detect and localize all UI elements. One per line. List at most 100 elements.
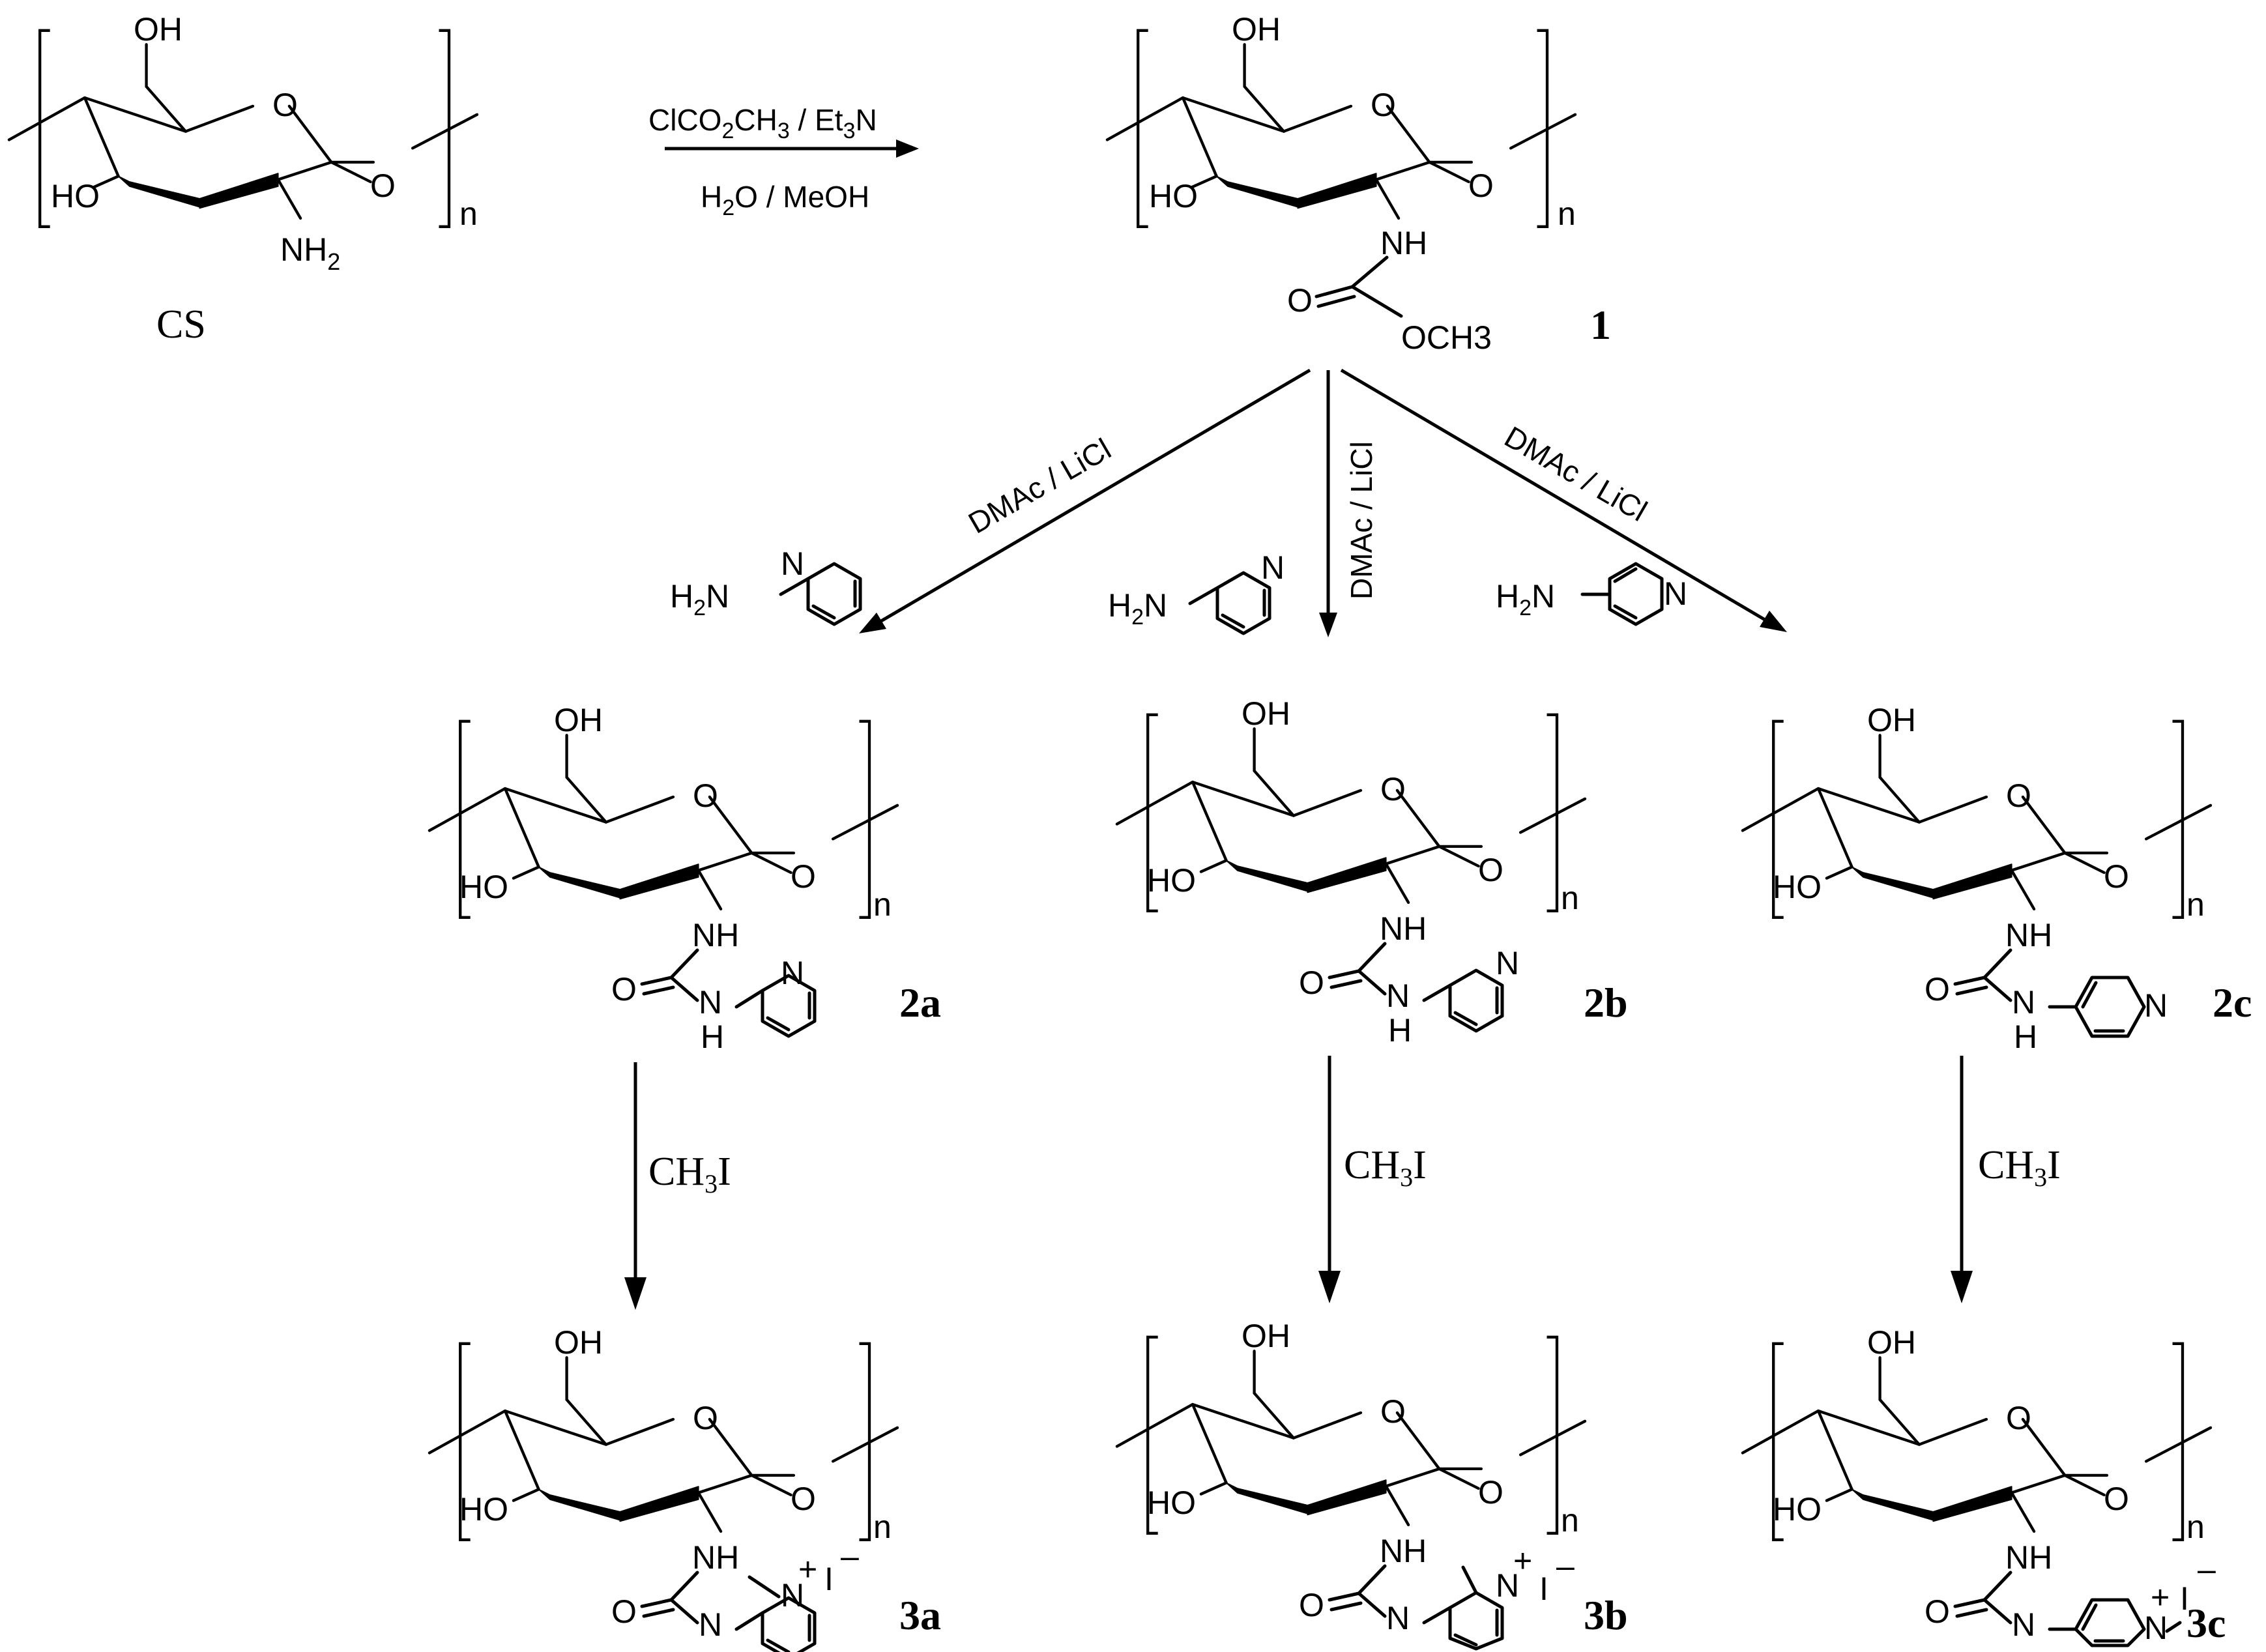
reagent-2-aminopyridine <box>779 562 862 626</box>
c3a-minus-label: – <box>841 1538 859 1574</box>
c2b-h-label: H <box>1388 1012 1412 1049</box>
compound-label-3a: 3a <box>899 1592 941 1638</box>
step1-arrowhead <box>896 139 919 158</box>
c2b-oh-label: OH <box>1242 695 1290 732</box>
methylation-reagent-c: CH3I <box>1978 1143 2061 1192</box>
c2b-n-label: n <box>1561 880 1579 916</box>
c3b-pyr-n-label: N <box>1496 1567 1519 1604</box>
c3c-nh-label: NH <box>2005 1539 2052 1576</box>
c3c-ring-o-label: O <box>2006 1400 2031 1436</box>
c3a-oh-label: OH <box>554 1324 603 1361</box>
branch-c-solvent: DMAc / LiCl <box>1499 420 1653 528</box>
c1-carbonyl-o-label: O <box>1287 282 1313 319</box>
c1-n-label: n <box>1558 196 1576 232</box>
c3a-pyr-n-label: N <box>781 1577 804 1614</box>
compound-label-3c: 3c <box>2186 1600 2226 1646</box>
methylation-arrowhead-c <box>1951 1271 1973 1303</box>
c3c-minus-label: – <box>2198 1551 2216 1587</box>
c2b-urea-bonds <box>1328 942 1504 1033</box>
c2b-pyr-n-label: N <box>1496 945 1519 981</box>
reagent-4-aminopyridine <box>1580 562 1664 626</box>
compound-label-2b: 2b <box>1584 979 1628 1026</box>
c3a-ho-label: HO <box>459 1491 508 1528</box>
c2c-carbonyl-o-label: O <box>1925 971 1950 1007</box>
c1-carbonyl-1 <box>1315 285 1354 298</box>
c2b-ring-o-label: O <box>1380 771 1406 807</box>
c3b-nh-label: NH <box>1380 1533 1427 1569</box>
c3b-iodide-label: I <box>1539 1571 1548 1607</box>
c3b-ho-label: HO <box>1147 1485 1196 1521</box>
cs-oh-label: OH <box>134 11 182 48</box>
c1-glyco-o-label: O <box>1468 167 1494 204</box>
c3c-n-label: n <box>2186 1509 2205 1545</box>
c2b-carbonyl-o-label: O <box>1299 964 1324 1001</box>
c2a-n-label: n <box>873 886 892 923</box>
c1-oh-label: OH <box>1232 11 1281 48</box>
c2a-glyco-o-label: O <box>791 858 816 895</box>
branch-arrow-c <box>1340 368 1774 626</box>
c2c-n-label: n <box>2186 886 2205 923</box>
reagent-2-h2n-label: H2N <box>670 578 729 620</box>
c2b-glyco-o-label: O <box>1478 852 1503 888</box>
c3b-plus-label: + <box>1513 1543 1532 1579</box>
c3b-urea-bonds <box>1328 1564 1504 1651</box>
c1-carbonyl-2 <box>1316 295 1356 308</box>
compound-label-3b: 3b <box>1584 1592 1628 1638</box>
c3a-ring-o-label: O <box>693 1400 718 1436</box>
c3a-urea-bonds <box>640 1571 817 1652</box>
c3a-nh2-label: N <box>699 1606 722 1643</box>
compound-label-1: 1 <box>1590 302 1611 348</box>
reagent-2-n-label: N <box>781 545 804 582</box>
reagent-3-aminopyridine <box>1188 571 1271 635</box>
c2c-ring-o-label: O <box>2006 777 2031 814</box>
c2c-pyr-n-label: N <box>2144 987 2168 1024</box>
c1-ho-label: HO <box>1149 178 1198 214</box>
c3b-carbonyl-o-label: O <box>1299 1587 1324 1623</box>
c1-ester-bond <box>1350 285 1403 318</box>
compound-label-2a: 2a <box>899 979 941 1026</box>
c3b-ring-o-label: O <box>1380 1393 1406 1430</box>
c2c-glyco-o-label: O <box>2104 858 2129 895</box>
c3c-nh2-label: N <box>2012 1606 2035 1643</box>
c3a-plus-label: + <box>798 1551 817 1587</box>
c2b-ho-label: HO <box>1147 862 1196 899</box>
cs-glyco-o-label: O <box>370 167 396 204</box>
c1-ring-o-label: O <box>1371 87 1396 123</box>
c3c-carbonyl-o-label: O <box>1925 1593 1950 1630</box>
step1-reagent-bottom: H2O / MeOH <box>701 180 869 220</box>
c2c-urea-bonds <box>1953 948 2146 1038</box>
methylation-reagent-b: CH3I <box>1344 1143 1427 1192</box>
branch-arrowhead-a <box>859 613 886 633</box>
reagent-3-h2n-label: H2N <box>1108 587 1167 630</box>
c3a-glyco-o-label: O <box>791 1481 816 1517</box>
cs-ring-o-label: O <box>272 87 298 123</box>
c2a-nh2-label: N <box>699 984 722 1021</box>
c2b-nh-label: NH <box>1380 910 1427 947</box>
compound-label-cs: CS <box>156 302 206 347</box>
c3a-iodide-label: I <box>824 1561 834 1597</box>
c3c-ho-label: HO <box>1773 1491 1822 1528</box>
compound-label-2c: 2c <box>2213 979 2252 1026</box>
c3c-plus-label: + <box>2151 1579 2170 1616</box>
c1-nh-label: NH <box>1380 225 1427 261</box>
branch-arrowhead-c <box>1760 611 1787 632</box>
branch-b-solvent: DMAc / LiCl <box>1344 441 1378 600</box>
c2a-ho-label: HO <box>459 869 508 905</box>
c3b-n-label: n <box>1561 1502 1579 1539</box>
branch-arrowhead-b <box>1319 613 1337 637</box>
c2c-h-label: H <box>2014 1019 2037 1055</box>
methylation-arrowhead-b <box>1318 1271 1341 1303</box>
c3c-urea-bonds <box>1953 1571 2182 1647</box>
reagent-4-n-label: N <box>1664 575 1687 612</box>
c3b-nh2-label: N <box>1386 1600 1410 1636</box>
c2a-oh-label: OH <box>554 702 603 738</box>
c3b-glyco-o-label: O <box>1478 1474 1503 1511</box>
c3c-oh-label: OH <box>1867 1324 1916 1361</box>
branch-a-solvent: DMAc / LiCl <box>963 431 1116 540</box>
c3c-pyr-n-label: N <box>2144 1610 2168 1646</box>
methylation-arrowhead-a <box>624 1277 646 1310</box>
cs-ho-label: HO <box>51 178 100 214</box>
cs-nh2-label: NH2 <box>280 231 340 275</box>
c2a-carbonyl-o-label: O <box>611 971 637 1007</box>
